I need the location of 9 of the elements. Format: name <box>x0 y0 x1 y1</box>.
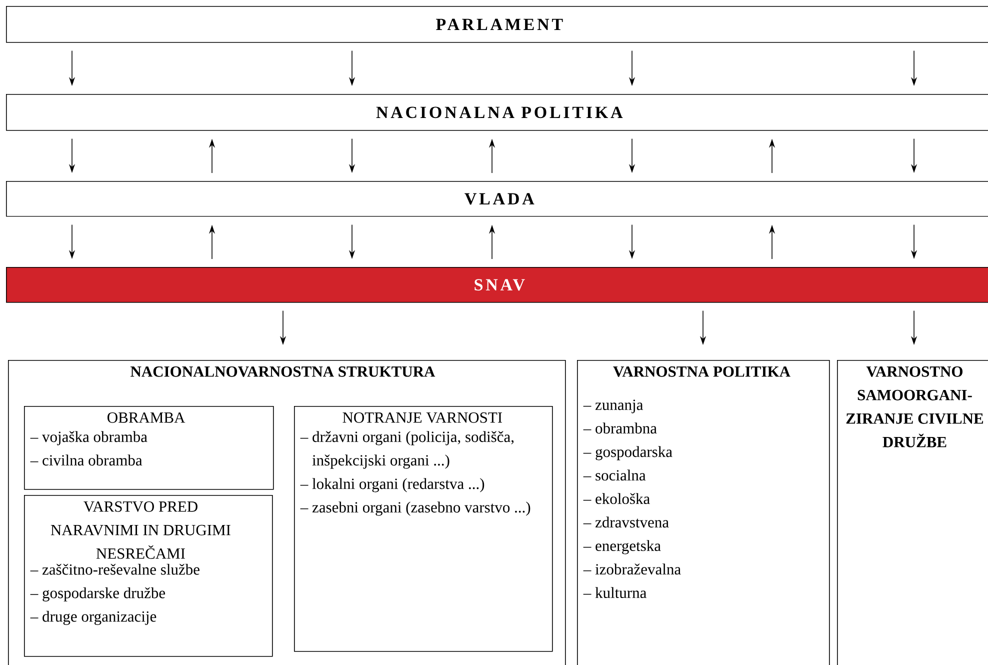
text-box: VARSTVO PRED NARAVNIMI IN DRUGIMI NESREČAMI – zaščitno-reševalne službe – gospodarske družbe – druge organizacije <box>24 495 273 657</box>
title-band: PARLAMENT <box>6 6 988 43</box>
text-box: OBRAMBA – vojaška obramba – civilna obramba <box>24 406 274 490</box>
title-band: VLADA <box>6 181 988 217</box>
text-box: NOTRANJE VARNOSTI – državni organi (policija, sodišča, inšpekcijski organi ...) – lokalni organi (redarstva ...) – zasebni organi (zasebno varstvo ...) <box>294 406 553 652</box>
title-band: SNAV <box>6 267 988 303</box>
title-band: NACIONALNA POLITIKA <box>6 94 988 131</box>
text-box: VARNOSTNA POLITIKA – zunanja – obrambna – gospodarska – socialna – ekološka – zdravstvena – energetska – izobraževalna – kulturna <box>577 360 830 665</box>
text-box: VARNOSTNO SAMOORGANI-ZIRANJE CIVILNE DRUŽBE <box>837 360 988 665</box>
